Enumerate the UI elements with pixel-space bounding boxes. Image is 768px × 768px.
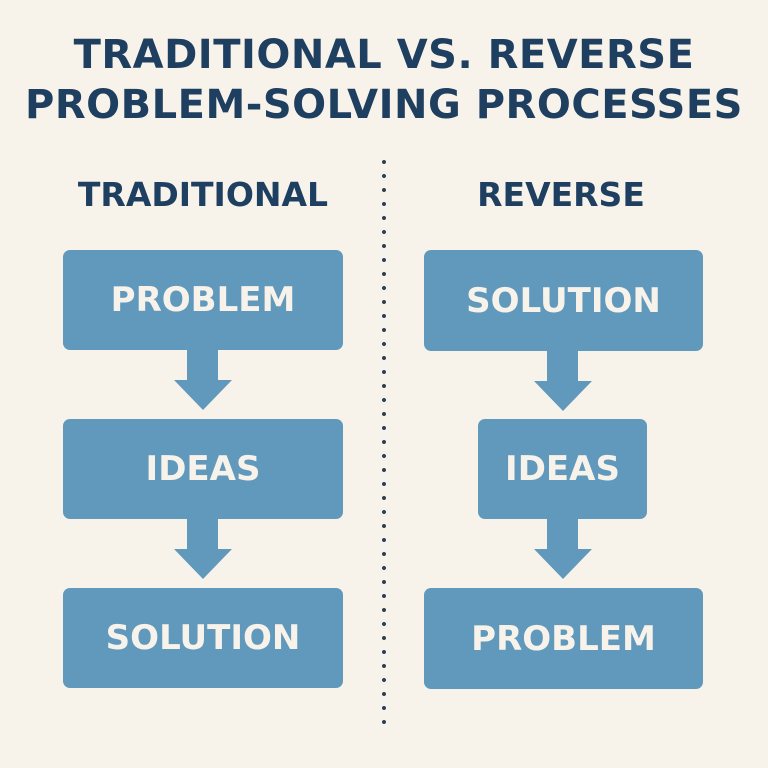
traditional-step-problem: PROBLEM (63, 250, 343, 350)
down-arrow-icon (174, 513, 232, 579)
reverse-step-problem: PROBLEM (424, 588, 703, 689)
title-line-1: TRADITIONAL VS. REVERSE (73, 32, 695, 78)
traditional-step-solution: SOLUTION (63, 588, 343, 688)
down-arrow-icon (534, 345, 592, 411)
dotted-divider (382, 155, 386, 725)
down-arrow-icon (174, 344, 232, 410)
page-title: TRADITIONAL VS. REVERSE PROBLEM-SOLVING … (0, 30, 768, 130)
down-arrow-icon (534, 513, 592, 579)
traditional-heading: TRADITIONAL (77, 175, 329, 214)
traditional-step-ideas: IDEAS (63, 419, 343, 519)
reverse-step-solution: SOLUTION (424, 250, 703, 351)
title-line-2: PROBLEM-SOLVING PROCESSES (25, 82, 743, 128)
reverse-heading: REVERSE (477, 175, 645, 214)
reverse-step-ideas: IDEAS (478, 419, 647, 519)
